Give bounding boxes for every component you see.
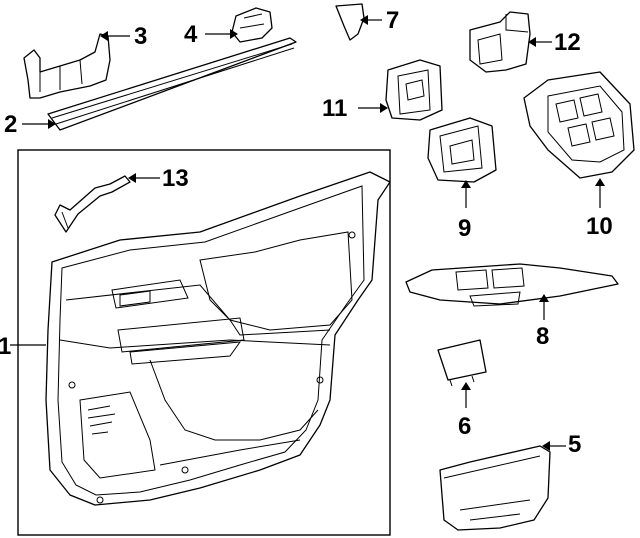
callout-10: 10	[586, 213, 613, 240]
callout-12: 12	[554, 29, 581, 56]
callout-9: 9	[458, 215, 471, 242]
armrest-bezel	[405, 263, 619, 307]
door-trim-panel	[45, 171, 391, 506]
window-switch-medium	[427, 117, 497, 183]
callout-6: 6	[458, 413, 471, 440]
callout-8: 8	[536, 323, 549, 350]
door-panel-frame	[17, 149, 391, 536]
belt-moulding	[47, 37, 297, 131]
mirror-switch	[469, 11, 531, 73]
callout-5: 5	[568, 431, 581, 458]
callout-11: 11	[322, 95, 347, 122]
trim-clip	[231, 7, 273, 43]
callout-7: 7	[386, 7, 399, 34]
callout-13: 13	[162, 165, 189, 192]
callout-2: 2	[4, 111, 17, 138]
callout-3: 3	[134, 23, 147, 50]
master-window-switch	[523, 71, 635, 179]
door-lock-cable	[54, 175, 131, 233]
callout-1: 1	[0, 333, 11, 360]
lower-bracket	[439, 445, 551, 531]
window-switch-small	[385, 59, 443, 121]
callout-4: 4	[184, 21, 198, 48]
mounting-bracket	[23, 33, 111, 99]
leader-lines	[10, 15, 605, 451]
callout-labels: 1 2 3 4 5 6 7 8 9 10 11 12 13	[0, 7, 613, 458]
switch-cover	[437, 339, 487, 387]
corner-cover	[335, 3, 365, 41]
